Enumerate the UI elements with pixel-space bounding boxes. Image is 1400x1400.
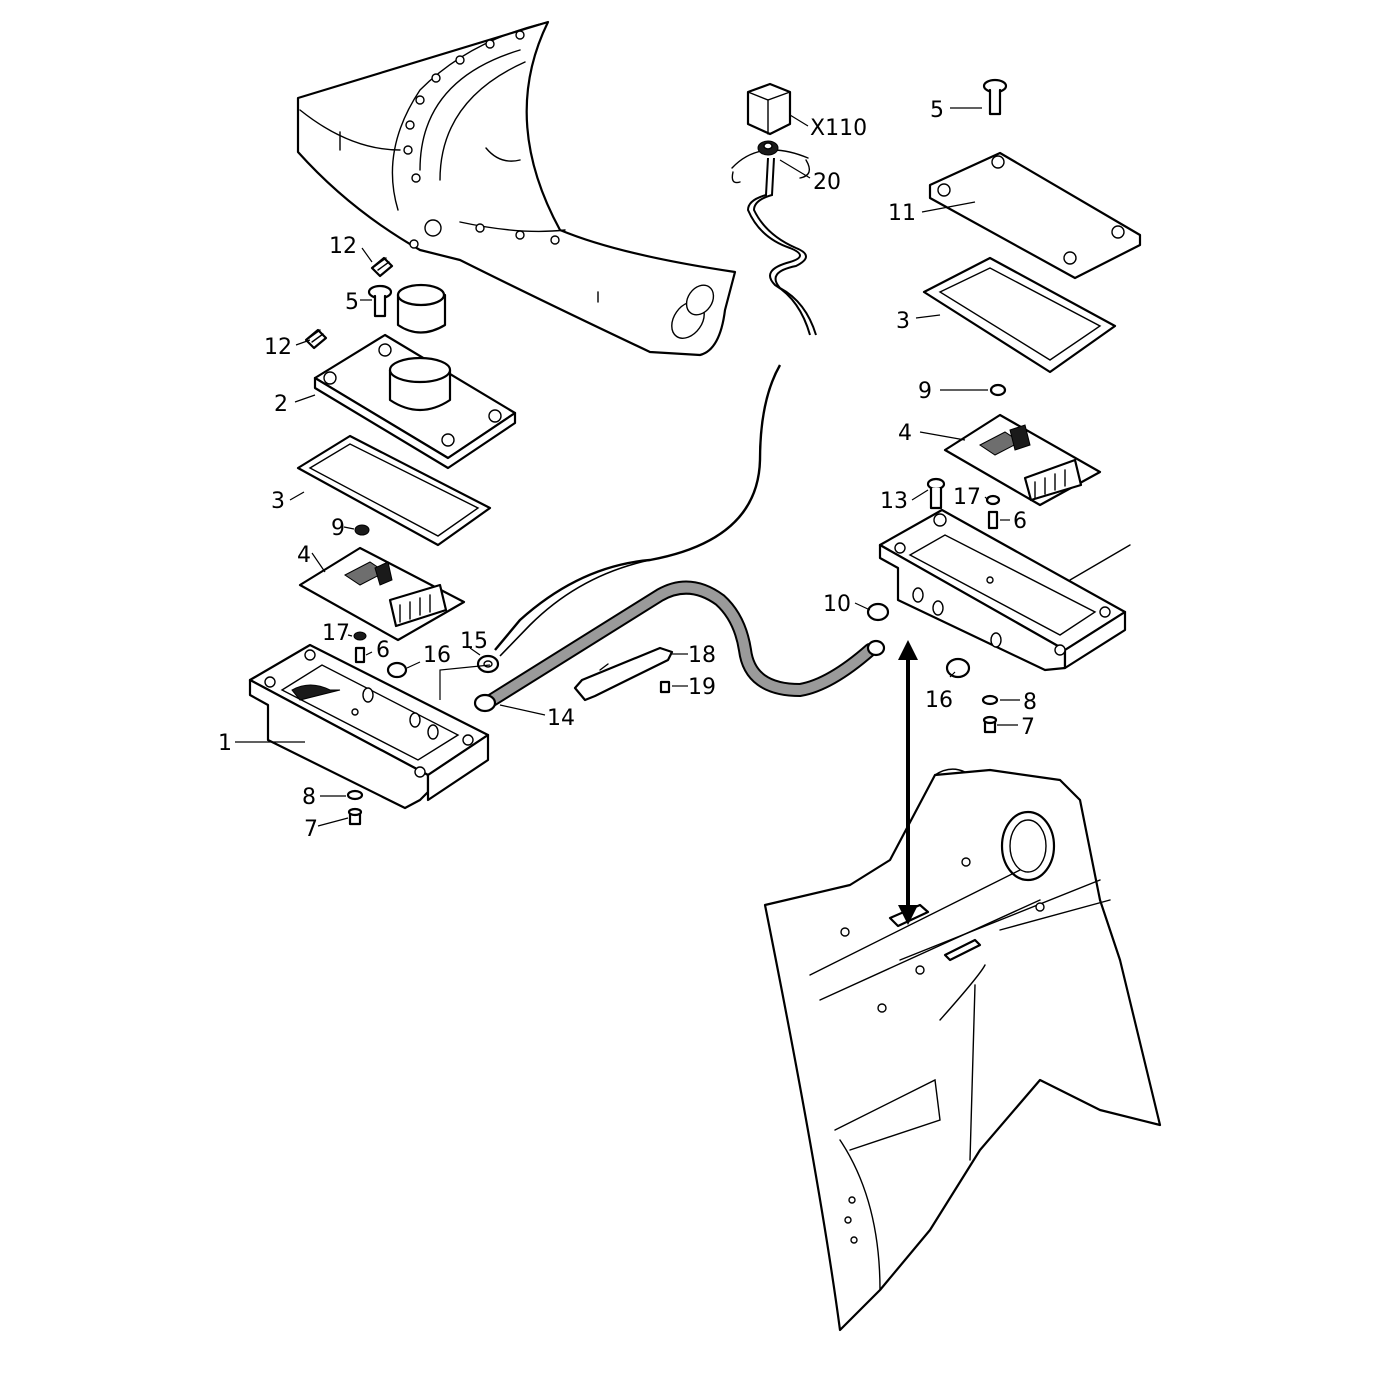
- bracket-18: [573, 646, 674, 702]
- washer-17-right: [985, 494, 1001, 506]
- plug-16-right: [945, 657, 971, 679]
- set-screw-12-top: [370, 256, 394, 278]
- callout-12-lower: 12: [264, 335, 292, 360]
- callout-6-left: 6: [376, 638, 390, 663]
- callout-9: 9: [918, 379, 932, 404]
- callout-2: 2: [274, 392, 288, 417]
- screw-19: [659, 680, 671, 694]
- mounting-arrow: [898, 640, 918, 925]
- knob-part: [396, 283, 447, 334]
- screw-13: [926, 477, 946, 510]
- gasket-3-left: [296, 434, 492, 547]
- callout-7-left: 7: [304, 817, 318, 842]
- plug-10: [866, 602, 890, 622]
- plug-16-left: [386, 661, 408, 679]
- callout-11: 11: [888, 201, 916, 226]
- chassis-frame: [763, 768, 1162, 1332]
- leader-lines: [235, 107, 1020, 827]
- callout-5-left: 5: [345, 290, 359, 315]
- callout-6: 6: [1013, 509, 1027, 534]
- callout-19: 19: [688, 675, 716, 700]
- circuit-board-4-right: [943, 413, 1102, 507]
- screw-7-right: [982, 715, 998, 734]
- callout-15: 15: [460, 629, 488, 654]
- callout-8: 8: [1023, 690, 1037, 715]
- callout-3: 3: [896, 309, 910, 334]
- callout-4: 4: [898, 421, 912, 446]
- callout-12: 12: [329, 234, 357, 259]
- callout-7: 7: [1021, 715, 1035, 740]
- screw-5-left: [367, 284, 393, 318]
- cover-plate-2: [313, 333, 517, 470]
- screw-7-left: [347, 807, 363, 826]
- callout-14: 14: [547, 706, 575, 731]
- callout-labels: X110 20 5 11 3 9 4 13 17 6 10 16 8 7 12 …: [218, 98, 1037, 842]
- set-screw-12-bottom: [304, 328, 328, 350]
- callout-17: 17: [953, 485, 981, 510]
- callout-10: 10: [823, 592, 851, 617]
- washer-17-left: [353, 631, 367, 641]
- callout-3-left: 3: [271, 489, 285, 514]
- circuit-board-4-left: [298, 546, 466, 642]
- nut-9-right: [989, 383, 1007, 397]
- fitting-15: [476, 654, 500, 674]
- junction-box-1: [248, 643, 490, 810]
- nut-9-left: [354, 524, 370, 536]
- callout-9-left: 9: [331, 516, 345, 541]
- connector-x110: [746, 82, 792, 136]
- hose-14: [473, 580, 886, 713]
- slewing-ring-housing: [296, 20, 737, 357]
- callout-5: 5: [930, 98, 944, 123]
- callout-18: 18: [688, 643, 716, 668]
- cable: [494, 157, 817, 657]
- washer-8-left: [346, 789, 364, 801]
- callout-17-left: 17: [322, 621, 350, 646]
- gasket-3-right: [922, 256, 1117, 374]
- callout-20: 20: [813, 170, 841, 195]
- junction-box-right: [878, 508, 1131, 672]
- stud-6-right: [987, 510, 999, 530]
- stud-6-left: [354, 646, 366, 664]
- callout-13: 13: [880, 489, 908, 514]
- callout-16: 16: [925, 688, 953, 713]
- cover-plate-11: [928, 151, 1142, 280]
- callout-x110: X110: [810, 116, 867, 141]
- callout-8-left: 8: [302, 785, 316, 810]
- callout-4-left: 4: [297, 543, 311, 568]
- callout-1: 1: [218, 731, 232, 756]
- screw-5-right: [982, 78, 1008, 116]
- washer-8-right: [981, 694, 999, 706]
- callout-16-left: 16: [423, 643, 451, 668]
- cable-gland-20: [731, 140, 811, 184]
